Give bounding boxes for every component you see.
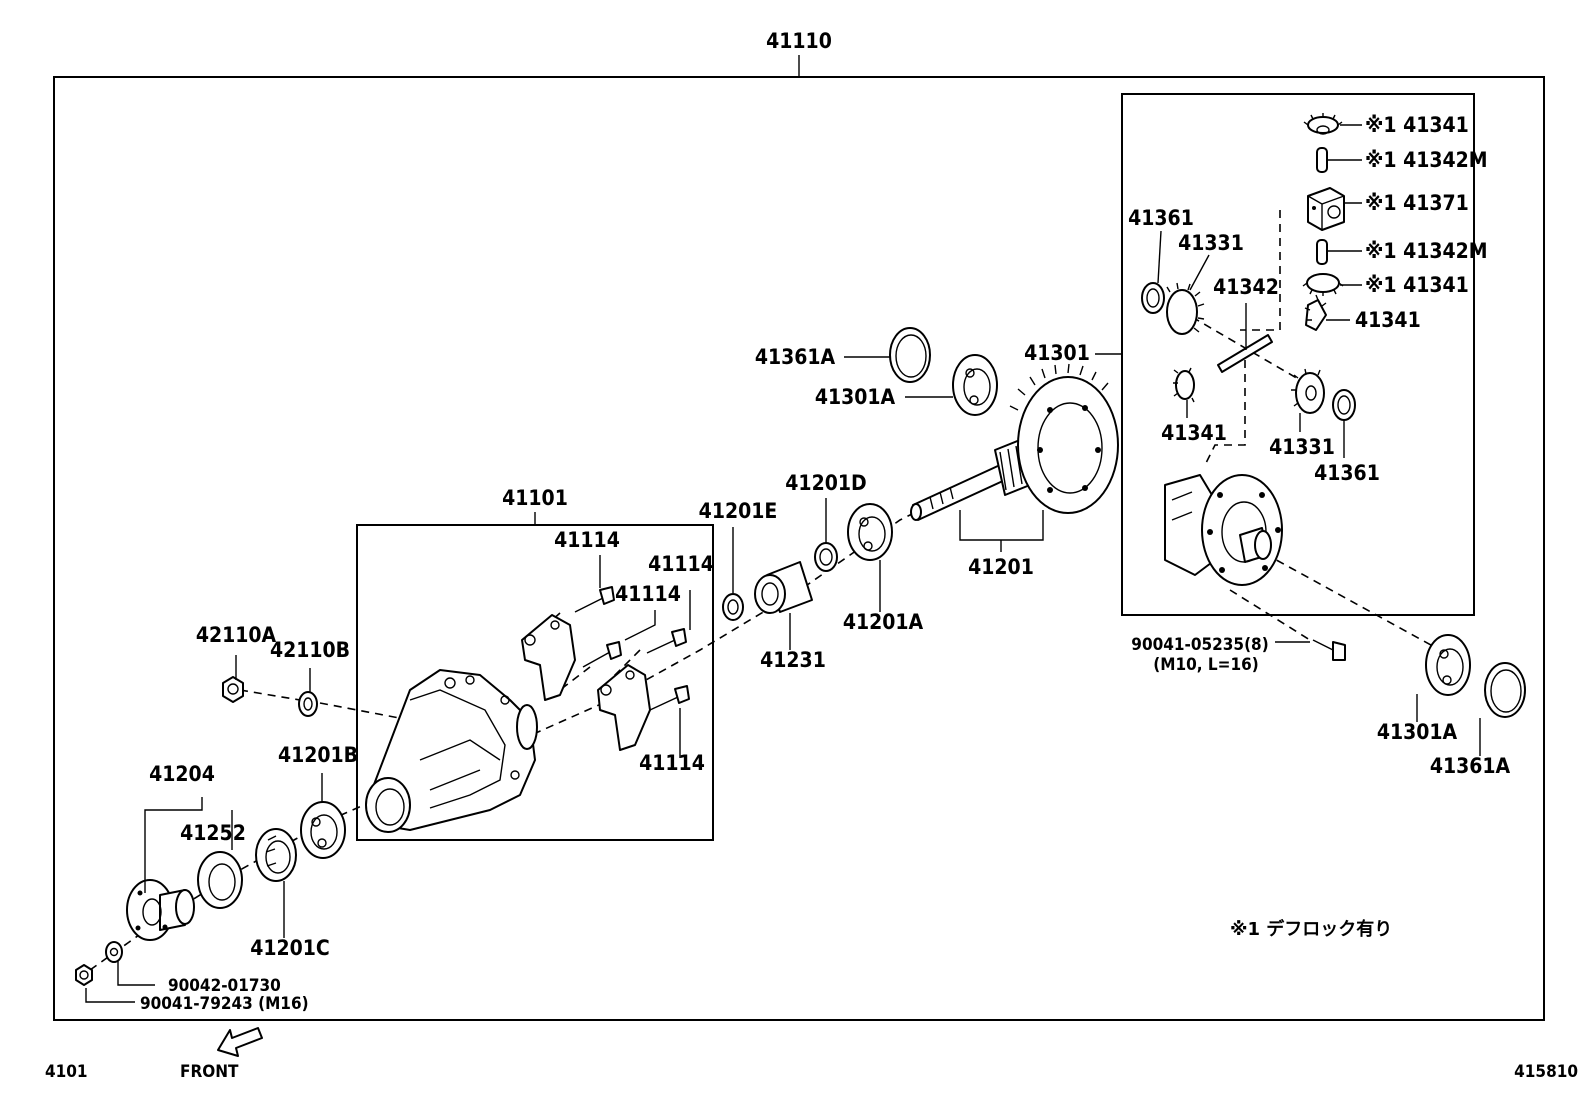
label-41114-b: 41114: [648, 552, 714, 576]
front-direction-arrow: [217, 1027, 263, 1057]
label-41341-top: ※1 41341: [1365, 113, 1469, 137]
label-41204: 41204: [149, 762, 215, 786]
cap-bolt-4: [649, 685, 690, 711]
label-41101: 41101: [502, 486, 568, 510]
label-90042-01730: 90042-01730: [168, 976, 281, 996]
label-41110: 41110: [766, 29, 832, 53]
label-41301a-bottom: 41301A: [1377, 720, 1458, 744]
label-41361a-top: 41361A: [755, 345, 836, 369]
carrier-housing: [365, 669, 538, 833]
label-41114-d: 41114: [639, 751, 705, 775]
gear-41341-mid: [1302, 273, 1344, 296]
label-41331-right: 41331: [1269, 435, 1335, 459]
thrust-washer-41361-left: [1141, 282, 1165, 314]
bearing-41301a-bottom: [1425, 634, 1471, 696]
block-41371: [1307, 187, 1345, 231]
companion-flange: [126, 879, 195, 941]
nut-axis-line: [239, 689, 301, 701]
label-41201b: 41201B: [278, 743, 358, 767]
label-41331-left: 41331: [1178, 231, 1244, 255]
cap-bolt-1: [574, 586, 615, 613]
label-41231: 41231: [760, 648, 826, 672]
footer-left-code: 4101: [45, 1062, 88, 1082]
label-41341-right: 41341: [1355, 308, 1421, 332]
leader-lines: [85, 124, 1481, 1003]
case-bolt-axis: [1229, 589, 1311, 641]
label-41201d: 41201D: [785, 471, 866, 495]
bearing-cap-lower: [597, 664, 651, 751]
label-41342m-bottom: ※1 41342M: [1365, 239, 1488, 263]
pinion-shaft-41342: [1217, 334, 1273, 373]
side-gear-41331-right: [1291, 368, 1325, 414]
washer-41201d: [814, 542, 838, 572]
pinion-shaft-axis: [1179, 309, 1301, 381]
pin-41342m-bottom: [1316, 239, 1328, 265]
label-41371: ※1 41371: [1365, 191, 1469, 215]
label-41361-right: 41361: [1314, 461, 1380, 485]
seal-41361a-top: [889, 327, 931, 383]
label-41114-a: 41114: [554, 528, 620, 552]
bearing-41201a: [847, 503, 893, 561]
seal-42110b: [298, 691, 318, 717]
thrust-washer-41361-right: [1332, 389, 1356, 421]
spacer-41201e: [722, 593, 744, 621]
differential-case: [1164, 474, 1283, 586]
case-bolt: [1312, 639, 1346, 661]
flange-nut: [75, 964, 93, 986]
label-41201a: 41201A: [843, 610, 924, 634]
label-41252: 41252: [180, 821, 246, 845]
seal-axis-line: [319, 702, 411, 721]
label-41341-mid: ※1 41341: [1365, 273, 1469, 297]
lower-gear-axis: [1204, 360, 1246, 466]
oil-seal: [197, 851, 243, 909]
main-axis-line: [89, 439, 1101, 971]
bolt-axis-b: [559, 666, 591, 691]
bearing-cap-upper: [521, 614, 576, 701]
label-41342m-top: ※1 41342M: [1365, 148, 1488, 172]
footer-right-code: 415810: [1514, 1062, 1578, 1082]
label-41201: 41201: [968, 555, 1034, 579]
label-41361-left: 41361: [1128, 206, 1194, 230]
bearing-41301a-top: [952, 354, 998, 416]
label-41361a-bottom: 41361A: [1430, 754, 1511, 778]
label-90041-79243: 90041-79243 (M16): [140, 994, 309, 1014]
cap-bolt-2: [582, 641, 622, 668]
side-gear-41331-left: [1166, 282, 1205, 335]
label-41201e: 41201E: [699, 499, 778, 523]
label-41342: 41342: [1213, 275, 1279, 299]
label-90041-05235: 90041-05235(8): [1131, 635, 1268, 655]
label-41114-c: 41114: [615, 582, 681, 606]
pinion-gear-41341-left: [1173, 367, 1195, 403]
label-41301a-top: 41301A: [815, 385, 896, 409]
label-42110b: 42110B: [270, 638, 350, 662]
flange-washer: [105, 941, 123, 963]
seal-41361a-bottom: [1484, 662, 1526, 718]
footer-front-label: FRONT: [180, 1062, 239, 1082]
upper-gear-axis: [1240, 210, 1281, 331]
gear-41341-top: [1303, 113, 1343, 135]
label-41341-left: 41341: [1161, 421, 1227, 445]
right-bearing-axis: [1239, 539, 1441, 651]
label-41201c: 41201C: [250, 936, 330, 960]
gear-41341-right: [1304, 294, 1327, 331]
bearing-41201c: [255, 828, 297, 882]
cap-bolt-3: [646, 628, 687, 654]
label-41301: 41301: [1024, 341, 1090, 365]
collapsible-spacer-41231: [754, 561, 813, 614]
nut-42110a: [222, 676, 244, 703]
drive-pinion: [910, 439, 1031, 521]
label-90041-05235-spec: (M10, L=16): [1153, 655, 1258, 675]
footnote-diff-lock: ※1 デフロック有り: [1230, 918, 1392, 940]
label-42110a: 42110A: [196, 623, 277, 647]
ring-gear: [1009, 363, 1119, 514]
pin-41342m-top: [1316, 147, 1328, 173]
bearing-41201b: [300, 801, 346, 859]
